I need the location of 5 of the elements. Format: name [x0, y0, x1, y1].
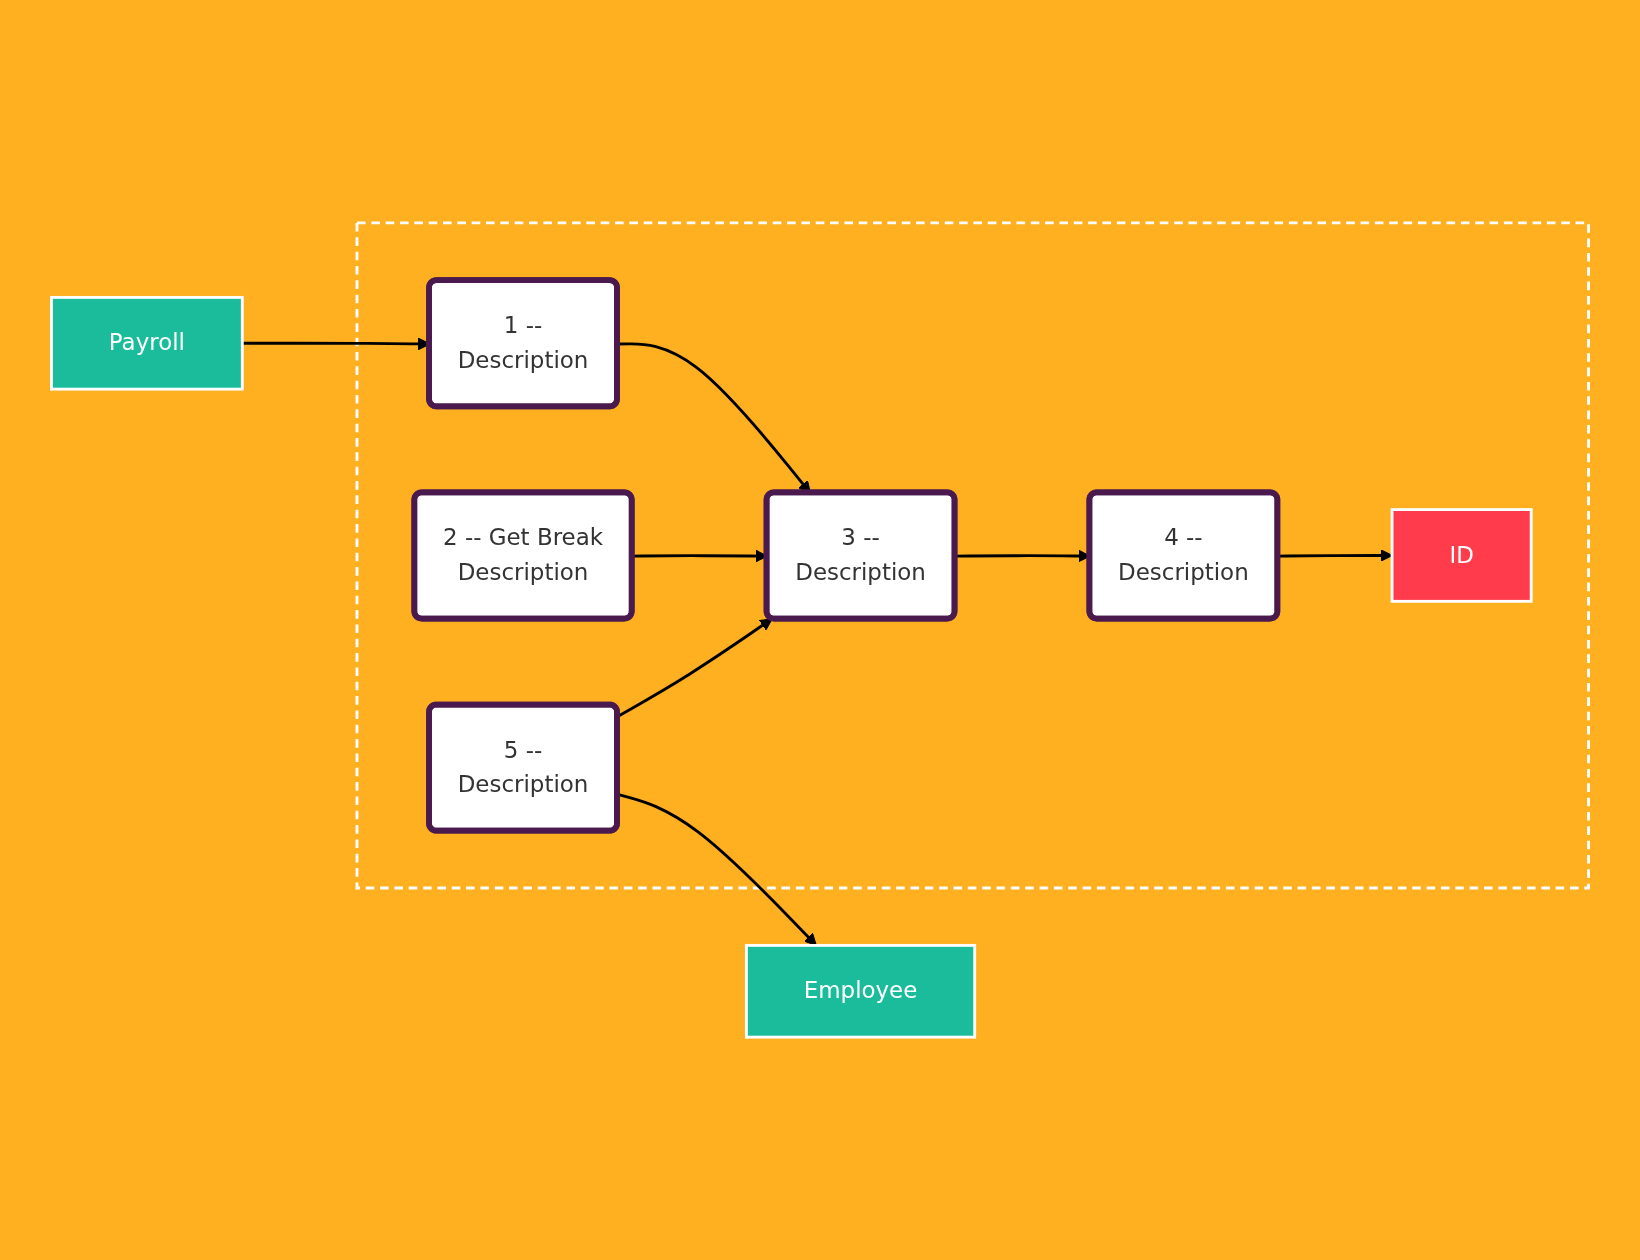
node-box: ID [1390, 508, 1533, 603]
arrow [617, 618, 773, 718]
node-box: Employee [744, 943, 977, 1039]
cluster [355, 221, 1590, 890]
node-box: Payroll [50, 295, 244, 391]
